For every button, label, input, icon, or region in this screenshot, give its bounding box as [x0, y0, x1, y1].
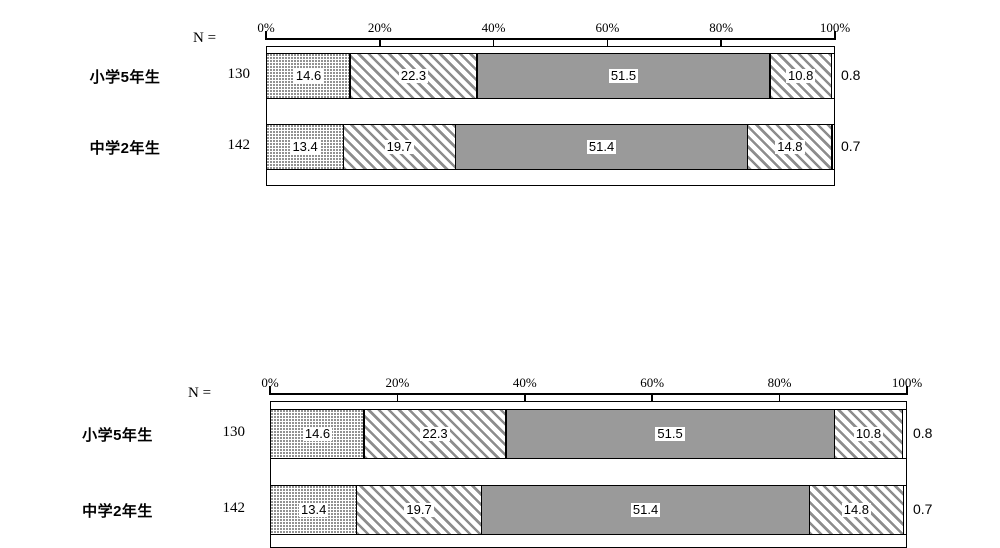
n-value: 130	[222, 424, 246, 440]
segment-value-label: 51.4	[586, 138, 617, 155]
bar-segment: 51.4	[481, 486, 810, 534]
axis-tick-label: 80%	[709, 20, 734, 35]
segment-divider	[747, 125, 749, 169]
segment-value-label: 13.4	[299, 501, 329, 518]
bar-segment: 13.4	[267, 125, 344, 169]
bar-segment	[831, 54, 834, 98]
segment-divider	[476, 54, 478, 98]
segment-value-label: 51.5	[608, 67, 639, 84]
n-value: 130	[227, 66, 251, 82]
bar-segment: 19.7	[343, 125, 456, 169]
bar-segment	[902, 410, 906, 458]
axis-tick-label: 20%	[385, 375, 410, 390]
bar-segment: 22.3	[364, 410, 507, 458]
segment-divider	[355, 486, 357, 534]
segment-value-label: 10.8	[786, 67, 816, 84]
stacked-bar: 13.4 19.7 51.4 14.8	[266, 124, 835, 170]
segment-divider	[831, 125, 833, 169]
segment-value-label: 51.5	[655, 425, 685, 442]
segment-value-label: 10.8	[853, 425, 884, 442]
segment-value-label: 13.4	[290, 138, 320, 155]
stacked-bar: 14.6 22.3 51.5 10.8	[270, 409, 907, 459]
axis-tick-label: 40%	[512, 375, 537, 390]
bar-segment: 51.5	[506, 410, 835, 458]
axis-tick-mark	[524, 395, 526, 401]
bar-segment: 14.8	[809, 486, 904, 534]
axis-tick-mark	[651, 395, 653, 401]
n-value: 142	[222, 500, 246, 516]
segment-divider	[454, 125, 456, 169]
category-label: 中学2年生	[82, 503, 153, 520]
x-axis-line	[270, 393, 907, 395]
category-label: 小学5年生	[82, 427, 153, 444]
n-header-label: N =	[188, 385, 212, 401]
bar-segment: 14.6	[271, 410, 364, 458]
bar-segment: 13.4	[271, 486, 357, 534]
segment-value-label: 14.6	[293, 67, 324, 84]
outside-value-label: 0.8	[841, 67, 861, 83]
segment-divider	[363, 410, 365, 458]
axis-tick-mark	[778, 395, 781, 401]
outside-value-label: 0.8	[913, 425, 933, 441]
segment-divider	[902, 486, 905, 534]
axis-tick-mark	[606, 40, 609, 46]
segment-value-label: 22.3	[398, 67, 429, 84]
axis-tick-label: 40%	[481, 20, 506, 35]
bar-segment: 14.6	[267, 54, 351, 98]
bar-segment: 22.3	[350, 54, 477, 98]
axis-tick-label: 100%	[819, 20, 851, 35]
stacked-bar: 14.6 22.3 51.5 10.8	[266, 53, 835, 99]
segment-value-label: 19.7	[384, 138, 414, 155]
x-axis-line	[266, 38, 835, 40]
axis-tick-label: 100%	[891, 375, 923, 390]
segment-value-label: 51.4	[630, 501, 661, 518]
bar-segment	[832, 125, 834, 169]
axis-tick-mark	[492, 40, 495, 46]
segment-divider	[505, 410, 507, 458]
axis-tick-label: 60%	[595, 20, 620, 35]
bar-segment: 10.8	[834, 410, 903, 458]
axis-tick-mark	[269, 386, 271, 395]
axis-tick-mark	[396, 395, 399, 401]
segment-divider	[481, 486, 483, 534]
bar-segment: 10.8	[769, 54, 832, 98]
segment-value-label: 14.6	[302, 425, 333, 442]
segment-value-label: 22.3	[420, 425, 450, 442]
axis-tick-mark	[906, 386, 908, 395]
segment-divider	[349, 54, 351, 98]
axis-tick-mark	[379, 40, 381, 46]
segment-divider	[769, 54, 771, 98]
axis-tick-label: 0%	[261, 375, 279, 390]
n-value: 142	[227, 137, 251, 153]
category-label: 小学5年生	[89, 69, 161, 86]
bar-segment: 14.8	[747, 125, 832, 169]
segment-value-label: 19.7	[404, 501, 434, 518]
category-label: 中学2年生	[89, 140, 161, 157]
axis-tick-label: 20%	[367, 20, 392, 35]
bar-segment: 19.7	[356, 486, 482, 534]
axis-tick-mark	[720, 40, 722, 46]
axis-tick-mark	[265, 31, 267, 40]
segment-divider	[342, 125, 344, 169]
segment-value-label: 14.8	[841, 501, 872, 518]
segment-value-label: 14.8	[775, 138, 805, 155]
segment-divider	[830, 54, 833, 98]
axis-tick-label: 0%	[257, 20, 275, 35]
axis-tick-label: 80%	[767, 375, 792, 390]
bar-segment: 51.5	[476, 54, 770, 98]
stacked-bar: 13.4 19.7 51.4 14.8	[270, 485, 907, 535]
segment-divider	[902, 410, 904, 458]
n-header-label: N =	[193, 30, 217, 46]
segment-divider	[808, 486, 810, 534]
outside-value-label: 0.7	[913, 501, 933, 517]
outside-value-label: 0.7	[841, 138, 861, 154]
axis-tick-mark	[834, 31, 836, 40]
axis-tick-label: 60%	[640, 375, 665, 390]
segment-divider	[833, 410, 835, 458]
bar-segment: 51.4	[455, 125, 748, 169]
